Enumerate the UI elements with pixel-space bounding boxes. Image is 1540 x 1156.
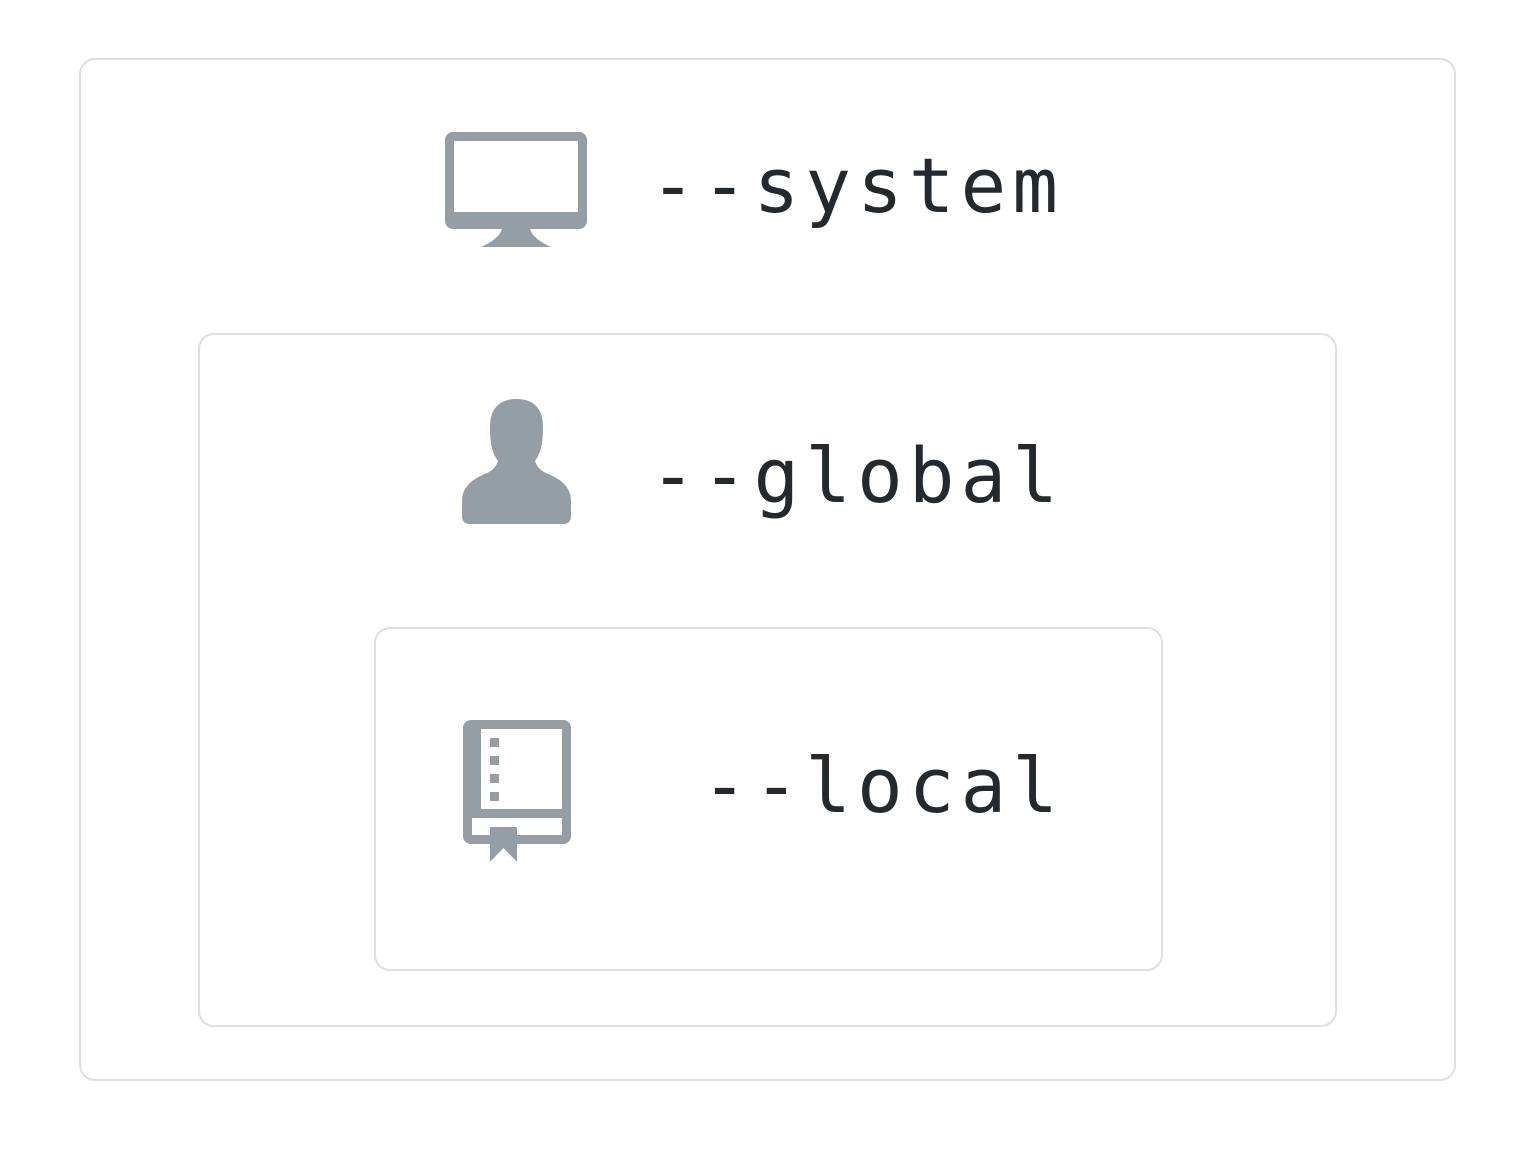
monitor-icon [445, 132, 587, 247]
repo-book-icon [463, 720, 571, 862]
person-icon [462, 399, 571, 524]
global-scope-label: --global [649, 431, 1064, 520]
local-scope-label: --local [701, 741, 1064, 830]
system-scope-label: --system [649, 141, 1064, 230]
